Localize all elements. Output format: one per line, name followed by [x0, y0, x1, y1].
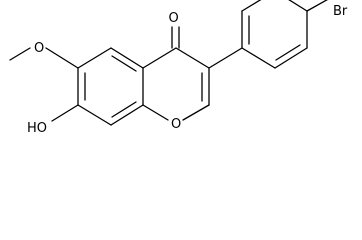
bond-ar2-ar3 — [241, 0, 262, 12]
atom-labels: O Br O O HO — [27, 4, 348, 136]
methoxy-oxygen-label: O — [34, 41, 44, 56]
bond-c3-aryl — [208, 47, 243, 69]
bond-c8-c8a-inner — [111, 101, 137, 118]
bond-omethoxy-ch3 — [9, 47, 31, 61]
bond-c6-omethoxy — [45, 47, 79, 69]
hydroxyl-label: HO — [27, 121, 47, 136]
bond-c4a-c5 — [110, 47, 144, 69]
bond-ar4-br — [306, 0, 328, 12]
bond-c7-ohydroxyl — [51, 104, 79, 122]
bond-o1-c8a — [142, 104, 169, 121]
bond-ar6-ar5 — [274, 47, 308, 69]
bond-c4-c4a — [142, 47, 177, 69]
molecule-diagram: O Br O O HO — [9, 0, 348, 136]
bond-ar1-ar6 — [241, 47, 276, 69]
bond-c4-c3 — [175, 47, 210, 69]
bond-c4a-c5-inner — [111, 55, 137, 72]
carbonyl-oxygen-label: O — [169, 11, 179, 26]
bond-ar6-ar5-inner — [275, 44, 301, 61]
bond-c7-c8 — [77, 104, 112, 126]
bromine-label: Br — [333, 4, 348, 19]
bond-ar4-ar3 — [288, 0, 308, 12]
structure-canvas: O Br O O HO — [9, 0, 348, 136]
ring-oxygen-label: O — [171, 117, 181, 132]
bond-c5-c6 — [77, 47, 112, 69]
bond-c2-o1 — [182, 104, 210, 121]
bonds — [9, 0, 328, 126]
bond-c8-c8a — [110, 104, 144, 126]
